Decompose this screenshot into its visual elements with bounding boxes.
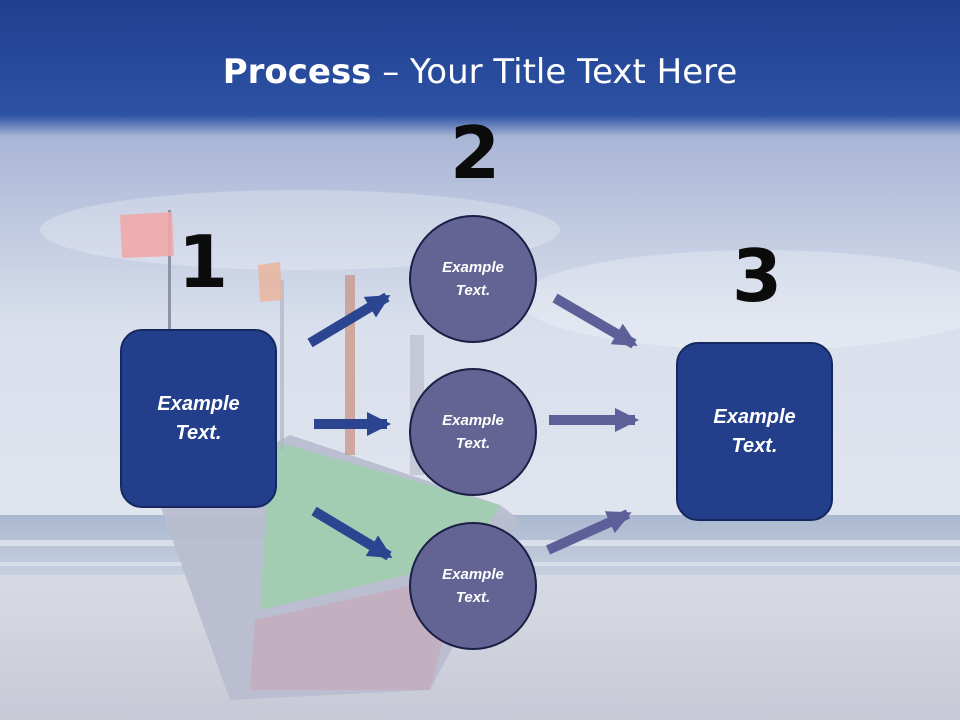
step-1-text: Example Text.: [157, 392, 240, 444]
arrow-to-bottom-circle: [311, 506, 393, 561]
step-number-3: 3: [732, 234, 783, 318]
arrow-from-top-circle: [552, 293, 638, 349]
step-number-1: 1: [178, 220, 229, 304]
step-number-2: 2: [450, 111, 501, 195]
circle-bottom-text: Example Text.: [442, 566, 504, 606]
circle-middle: Example Text.: [409, 368, 537, 496]
arrow-to-top-circle: [307, 292, 391, 348]
circle-top-text: Example Text.: [442, 259, 504, 299]
circle-bottom: Example Text.: [409, 522, 537, 650]
circle-middle-text: Example Text.: [442, 412, 504, 452]
step-1-box: Example Text.: [120, 329, 277, 508]
title-rest: – Your Title Text Here: [371, 52, 738, 92]
arrow-from-bottom-circle: [545, 509, 632, 555]
page-title: Process – Your Title Text Here: [0, 52, 960, 92]
circle-top: Example Text.: [409, 215, 537, 343]
title-bold: Process: [222, 52, 372, 92]
step-3-text: Example Text.: [713, 405, 796, 457]
step-3-box: Example Text.: [676, 342, 833, 521]
